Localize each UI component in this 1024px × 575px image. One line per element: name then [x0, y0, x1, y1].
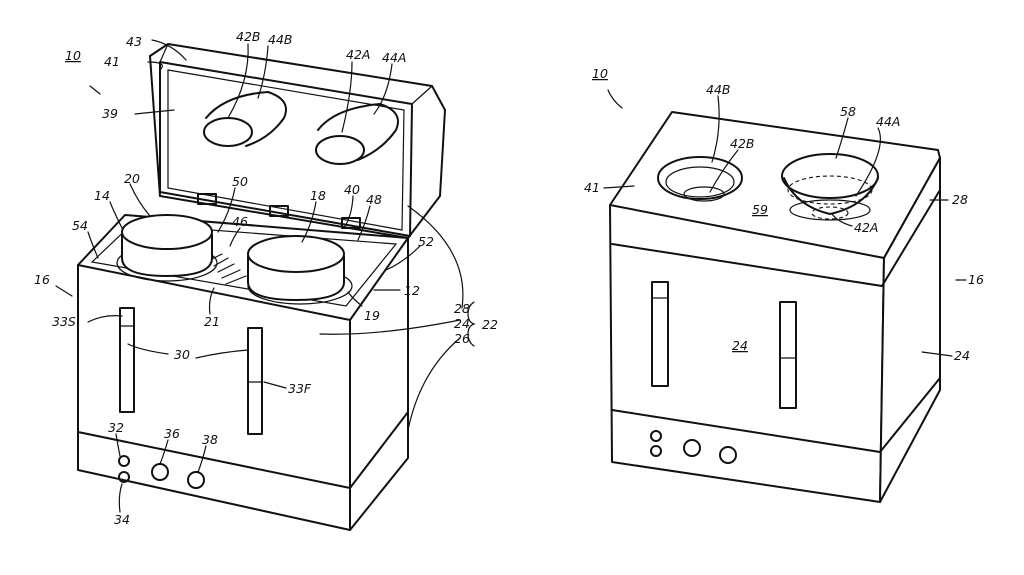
indicator-light-32 — [118, 455, 130, 467]
ref-54: 54 — [72, 218, 88, 233]
ref-24: 24 — [454, 316, 470, 331]
ref-42b: 42B — [236, 29, 260, 44]
closed-cup-opening-44b — [657, 156, 743, 202]
ref-28: 28 — [952, 192, 968, 207]
hinge — [197, 193, 217, 205]
cup-20 — [121, 214, 213, 277]
ref-16: 16 — [968, 272, 984, 287]
right-labels: 10 44B 58 44A 42B 41 59 28 42A 16 24 24 — [584, 66, 984, 363]
ref-10: 10 — [65, 48, 81, 63]
closed-control-button-left[interactable] — [683, 439, 701, 457]
ref-14: 14 — [94, 188, 110, 203]
ref-12: 12 — [404, 283, 420, 298]
ref-44a: 44A — [876, 114, 900, 129]
closed-indicator-light-top — [650, 430, 662, 442]
cup-18 — [247, 235, 345, 301]
ref-24-side: 24 — [954, 348, 970, 363]
left-figure-open-device: 10 43 42B 44B 42A 44A 41 39 20 50 18 40 … — [34, 29, 498, 531]
closed-body-side — [879, 157, 941, 503]
left-leader-lines — [55, 39, 476, 513]
ref-44a: 44A — [382, 50, 406, 65]
ref-44b: 44B — [706, 82, 730, 97]
ref-42a: 42A — [854, 220, 878, 235]
ref-52: 52 — [418, 234, 434, 249]
right-figure-closed-device: 10 44B 58 44A 42B 41 59 28 42A 16 24 24 — [584, 66, 984, 503]
ref-38: 38 — [202, 432, 218, 447]
open-lid — [149, 43, 446, 239]
ref-42a: 42A — [346, 47, 370, 62]
lid-cup-recess-44a — [315, 103, 399, 165]
ref-46: 46 — [232, 214, 248, 229]
ref-33s: 33S — [52, 314, 76, 329]
ref-44b: 44B — [268, 32, 292, 47]
ref-39: 39 — [102, 106, 118, 121]
ref-28: 28 — [454, 301, 470, 316]
left-labels: 10 43 42B 44B 42A 44A 41 39 20 50 18 40 … — [34, 29, 498, 527]
ref-41: 41 — [584, 180, 600, 195]
ref-42b: 42B — [730, 136, 754, 151]
ref-26: 26 — [454, 331, 470, 346]
ref-34: 34 — [114, 512, 130, 527]
ref-20: 20 — [124, 171, 140, 186]
ref-24-front: 24 — [732, 338, 748, 353]
ref-50: 50 — [232, 174, 248, 189]
ref-41: 41 — [104, 54, 120, 69]
ref-33f: 33F — [288, 381, 312, 396]
ref-43: 43 — [126, 34, 142, 49]
hinge — [269, 205, 289, 217]
ref-59: 59 — [752, 202, 768, 217]
ref-18: 18 — [310, 188, 326, 203]
hinge — [341, 217, 361, 229]
closed-sight-window-left — [651, 281, 669, 387]
control-button-38[interactable] — [187, 471, 205, 489]
ref-30: 30 — [174, 347, 190, 362]
sight-window-33s — [119, 307, 135, 413]
ref-36: 36 — [164, 426, 180, 441]
sight-window-33f — [247, 327, 263, 435]
right-leader-lines — [603, 89, 967, 357]
closed-control-button-right[interactable] — [719, 446, 737, 464]
ref-21: 21 — [204, 314, 220, 329]
indicator-light-34 — [118, 471, 130, 483]
ref-16: 16 — [34, 272, 50, 287]
ref-58: 58 — [840, 104, 856, 119]
ref-40: 40 — [344, 182, 360, 197]
ref-32: 32 — [108, 420, 124, 435]
ref-48: 48 — [366, 192, 382, 207]
ref-22: 22 — [482, 317, 498, 332]
closed-cup-opening-44a — [781, 153, 879, 221]
ref-10: 10 — [592, 66, 608, 81]
closed-sight-window-right — [779, 301, 797, 409]
closed-indicator-light-bottom — [650, 445, 662, 457]
ref-19: 19 — [364, 308, 380, 323]
